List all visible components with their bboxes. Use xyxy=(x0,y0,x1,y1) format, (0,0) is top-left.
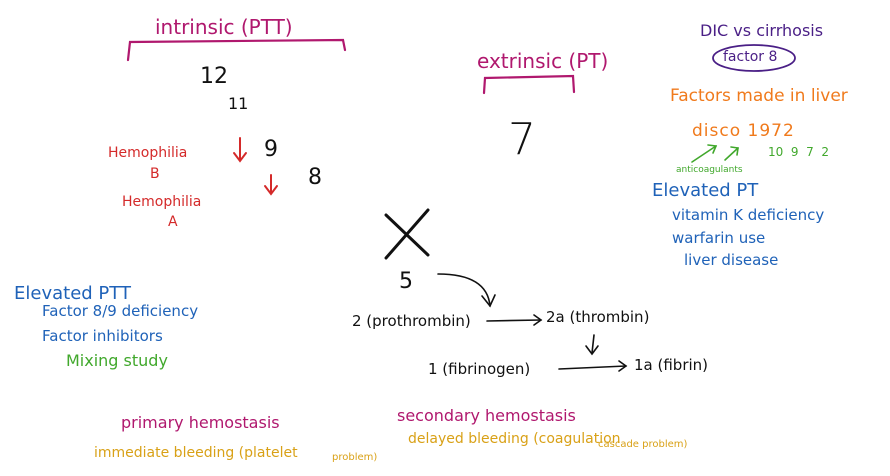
secondary-hemostasis-desc-cont: cascade problem) xyxy=(598,439,688,450)
fibrin-label: 1a (fibrin) xyxy=(634,356,709,374)
elevated-pt-item: vitamin K deficiency xyxy=(672,206,825,224)
factor-7: 7 xyxy=(508,114,536,165)
elevated-ptt-item: Factor 8/9 deficiency xyxy=(42,302,199,320)
thrombin-label: 2a (thrombin) xyxy=(546,308,650,326)
liver-factor-digits: 10 9 7 2 xyxy=(768,145,830,159)
secondary-hemostasis-title: secondary hemostasis xyxy=(397,406,576,425)
arrow-9-to-8 xyxy=(264,174,278,196)
disco-mnemonic: disco 1972 xyxy=(692,121,795,141)
fibrinogen-label: 1 (fibrinogen) xyxy=(428,360,531,378)
x-mark xyxy=(384,208,430,260)
elevated-pt-title: Elevated PT xyxy=(652,180,759,201)
factor-8: 8 xyxy=(308,165,322,190)
dic-vs-cirrhosis: DIC vs cirrhosis xyxy=(700,21,824,40)
elevated-ptt-title: Elevated PTT xyxy=(14,283,131,304)
arrow-thrombin-down xyxy=(585,334,599,356)
primary-hemostasis-desc-cont: problem) xyxy=(332,452,378,463)
factor-12: 12 xyxy=(200,64,228,89)
mixing-study: Mixing study xyxy=(66,351,168,370)
hemophilia-b-letter: B xyxy=(150,166,160,182)
arrow-11-to-9 xyxy=(233,137,247,163)
factor8-circle xyxy=(712,44,796,72)
arrow-5-to-reaction xyxy=(437,273,496,308)
primary-hemostasis-desc: immediate bleeding (platelet xyxy=(94,445,298,461)
elevated-pt-item: liver disease xyxy=(684,251,779,269)
factor-5: 5 xyxy=(399,269,413,294)
primary-hemostasis-title: primary hemostasis xyxy=(121,413,280,432)
elevated-pt-item: warfarin use xyxy=(672,229,766,247)
arrow-fibrinogen-to-fibrin xyxy=(558,360,628,372)
arrow-prothrombin-to-thrombin xyxy=(486,314,543,326)
intrinsic-bracket xyxy=(126,38,347,62)
hemophilia-b-label: Hemophilia xyxy=(108,145,188,161)
extrinsic-title: extrinsic (PT) xyxy=(477,49,609,73)
factor8-note: factor 8 xyxy=(723,49,778,65)
anticoagulants-label: anticoagulants xyxy=(676,165,743,175)
elevated-ptt-item: Factor inhibitors xyxy=(42,327,163,345)
liver-title: Factors made in liver xyxy=(670,86,848,106)
hemophilia-a-letter: A xyxy=(168,214,178,230)
intrinsic-title: intrinsic (PTT) xyxy=(155,15,293,39)
hemophilia-a-label: Hemophilia xyxy=(122,194,202,210)
extrinsic-bracket xyxy=(482,74,576,95)
factor-11: 11 xyxy=(228,94,249,113)
anticoagulant-arrows xyxy=(691,144,739,163)
secondary-hemostasis-desc: delayed bleeding (coagulation xyxy=(408,431,621,447)
prothrombin-label: 2 (prothrombin) xyxy=(352,312,471,330)
factor-9: 9 xyxy=(264,137,278,162)
